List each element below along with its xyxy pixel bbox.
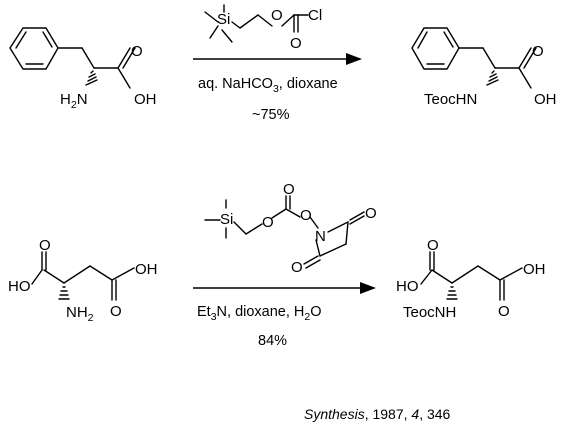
product-2-acid2-o: O: [498, 303, 510, 320]
conditions-1-reagents: aq. NaHCO3, dioxane: [198, 76, 338, 95]
product-1-carbonyl-o: O: [532, 43, 544, 60]
reagent-2-o1: O: [262, 214, 274, 231]
reaction-1: O OH H2N Si O Cl O aq. NaH: [9, 4, 557, 123]
product-teoc-phenylalanine: O OH TeocHN: [411, 27, 557, 108]
reagent-2-n: N: [315, 228, 326, 245]
reactant-2-acid2-o: O: [110, 303, 122, 320]
reactant-2-acid2-oh: OH: [135, 261, 158, 278]
reagent-1-o: O: [271, 7, 283, 24]
reaction-2: O HO O OH NH2 Si O: [8, 181, 546, 349]
reagent-teoc-cl: Si O Cl O: [204, 4, 322, 52]
literature-reference: Synthesis, 1987, 4, 346: [304, 406, 451, 422]
reactant-2-nh2: NH2: [66, 304, 94, 324]
reagent-2-si: Si: [220, 211, 233, 228]
reagent-1-cl: Cl: [308, 7, 322, 24]
product-2-teoc-nh: TeocNH: [403, 304, 456, 321]
reactant-2-acid1-ho: HO: [8, 278, 31, 295]
reactant-aspartic-acid: O HO O OH NH2: [8, 237, 158, 324]
reagent-2-succ-o2: O: [291, 259, 303, 276]
reactant-2-acid1-o: O: [39, 237, 51, 254]
product-2-acid1-o: O: [427, 237, 439, 254]
reactant-1-oh: OH: [134, 91, 157, 108]
conditions-1-yield: ~75%: [252, 107, 290, 123]
product-2-acid1-ho: HO: [396, 278, 419, 295]
product-1-oh: OH: [534, 91, 557, 108]
reagent-2-o2: O: [300, 207, 312, 224]
reactant-1-carbonyl-o: O: [131, 43, 143, 60]
product-2-acid2-oh: OH: [523, 261, 546, 278]
reagent-teoc-osu: Si O O O N O O: [204, 181, 377, 276]
benzene-ring: [9, 27, 59, 70]
product-teoc-aspartic-acid: O HO O OH TeocNH: [396, 237, 546, 321]
reagent-1-carbonyl-o: O: [290, 35, 302, 52]
reaction-arrow-2: [193, 282, 376, 294]
reagent-1-si: Si: [217, 11, 230, 28]
product-1-teoc-hn: TeocHN: [424, 91, 477, 108]
reaction-arrow-1: [193, 53, 362, 65]
conditions-2-yield: 84%: [258, 333, 287, 349]
conditions-2-reagents: Et3N, dioxane, H2O: [197, 304, 322, 323]
reagent-2-succ-o1: O: [365, 205, 377, 222]
reactant-1-nh2: H2N: [60, 91, 88, 111]
reagent-2-carbonyl-o: O: [283, 181, 295, 198]
reactant-phenylalanine: O OH H2N: [9, 27, 157, 111]
